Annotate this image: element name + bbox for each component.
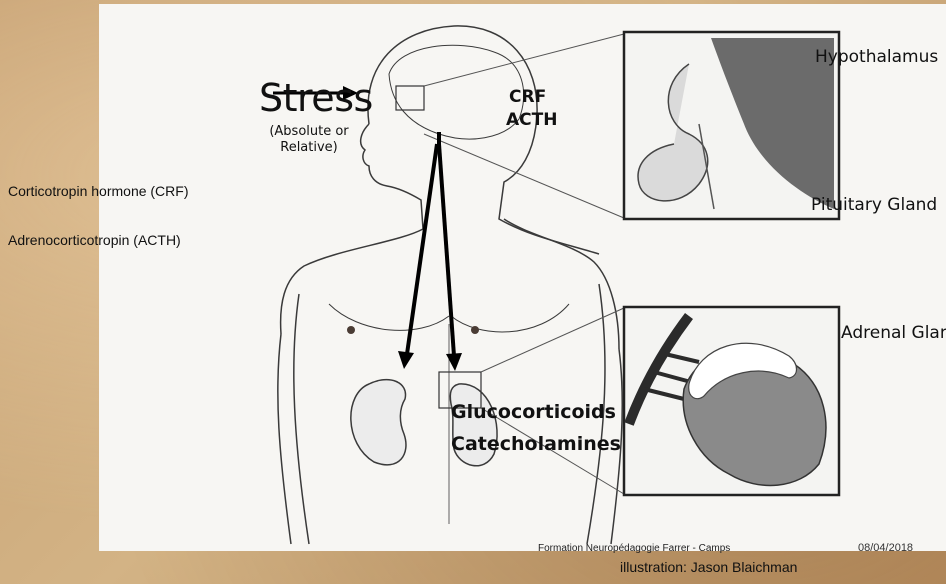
torso-left [294,294,309,544]
stress-label: Stress [259,76,373,120]
kidney-left [351,380,406,465]
stress-sublabel: (Absolute or Relative) [249,124,369,156]
crf-label: CRF [509,87,546,107]
illustration-panel: Stress (Absolute or Relative) CRF ACTH H… [99,4,946,551]
glucocorticoids-label: Glucocorticoids [451,401,616,423]
hypothalamus-label: Hypothalamus [815,47,938,67]
neck-left [281,229,423,334]
brain [389,45,524,139]
face-profile [361,124,423,229]
crf-definition: Corticotropin hormone (CRF) [8,183,189,199]
catecholamines-label: Catecholamines [451,433,621,455]
shoulder-right [504,219,619,349]
footer-date: 08/04/2018 [858,542,913,554]
footer-source: Formation Neuropédagogie Farrer - Camps [538,543,730,554]
illustration-credit: illustration: Jason Blaichman [620,559,797,575]
acth-label: ACTH [506,110,557,130]
acth-definition: Adrenocorticotropin (ACTH) [8,232,181,248]
arm-left [278,334,291,544]
head-outline [368,26,599,254]
pituitary-label: Pituitary Gland [811,195,937,215]
adrenal-gland-label: Adrenal Gland [841,323,946,343]
